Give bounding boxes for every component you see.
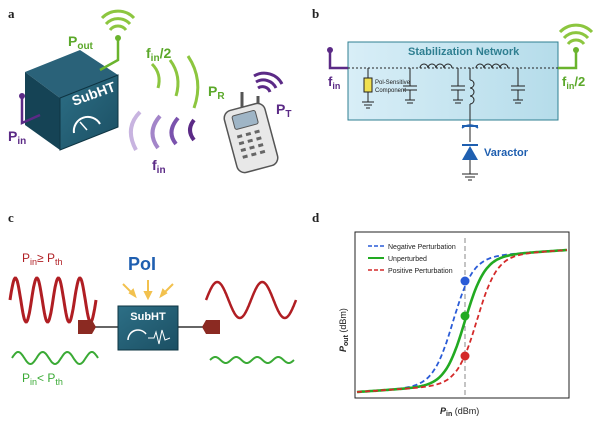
varactor-label: Varactor — [484, 147, 529, 159]
shunt-capacitors — [403, 68, 525, 104]
panel-letter-c: c — [8, 210, 14, 225]
panel-letter-b: b — [312, 6, 319, 21]
antenna-tip-fin-b — [327, 47, 333, 53]
panel-d: d Negative Perturbation Unperturbed Posi… — [312, 210, 570, 418]
marker-negative — [460, 276, 470, 286]
panel-c: c Pin≥ Pth Pin< Pth PoI SubHT — [8, 210, 298, 387]
wave-arcs-fin-half — [150, 55, 200, 109]
poi-label: PoI — [128, 254, 156, 274]
inductor-chain — [419, 63, 509, 69]
antenna-pout-a — [99, 40, 120, 72]
subht-device-a: SubHT — [25, 50, 119, 151]
antenna-tip-fhalf-b — [573, 47, 579, 53]
network-title: Stabilization Network — [408, 46, 520, 58]
label-pr-a: PR — [208, 83, 225, 102]
label-pin-ge-pth: Pin≥ Pth — [22, 251, 62, 267]
poi-arrows — [122, 280, 174, 301]
antenna-tip-pout-a — [115, 35, 121, 41]
legend-label-positive: Positive Perturbation — [388, 268, 453, 275]
stabilization-network-box — [347, 41, 559, 121]
high-power-output-wave — [204, 280, 298, 320]
low-power-input-wave — [11, 350, 99, 366]
wave-arcs-out-b — [558, 23, 594, 46]
label-fin-half-a: fin/2 — [146, 45, 171, 64]
pol-sensitive-component — [362, 68, 374, 109]
marker-unperturbed — [460, 311, 470, 321]
handheld-transmitter-icon — [223, 92, 279, 174]
y-axis-label: Pout (dBm) — [338, 308, 350, 352]
legend-label-negative: Negative Perturbation — [388, 244, 456, 251]
low-power-output-wave — [209, 356, 295, 364]
curve-positive-perturbation — [356, 249, 568, 393]
label-fin-b: fin — [328, 74, 340, 91]
panel-b: b Stabilization Network fin fin/2 — [312, 6, 594, 181]
wave-arcs-pout — [100, 9, 136, 32]
antenna-pin-a — [20, 98, 41, 125]
wave-arcs-fin — [128, 110, 196, 151]
gauge-icon-c — [127, 329, 147, 341]
x-axis-label: Pin (dBm) — [440, 406, 479, 418]
label-pin-a: Pin — [8, 128, 26, 147]
subht-device-c: SubHT — [117, 305, 179, 351]
antenna-fin-b — [328, 52, 348, 70]
varactor-diode-icon — [461, 124, 479, 181]
label-fin-a: fin — [152, 157, 166, 176]
component-label-line2: Component — [375, 88, 406, 94]
antenna-fhalf-b — [558, 52, 578, 70]
antenna-tip-pin-a — [19, 93, 25, 99]
input-connector — [78, 320, 96, 334]
panel-letter-a: a — [8, 6, 15, 21]
label-pin-lt-pth: Pin< Pth — [22, 371, 63, 387]
wave-arcs-pt — [253, 71, 284, 93]
label-fhalf-b: fin/2 — [562, 74, 585, 91]
panel-letter-d: d — [312, 210, 320, 225]
marker-positive — [460, 351, 470, 361]
shunt-inductor — [469, 68, 475, 142]
component-label-line1: Pol-Sensitive — [375, 80, 411, 86]
waveform-icon-c — [148, 329, 171, 345]
high-power-input-wave — [8, 276, 98, 324]
gauge-icon — [72, 115, 101, 134]
label-pt-a: PT — [276, 101, 291, 120]
output-connector — [202, 320, 220, 334]
legend: Negative Perturbation Unperturbed Positi… — [368, 244, 456, 275]
panel-a: a SubHT Pin Pout — [8, 6, 291, 176]
label-pout-a: Pout — [68, 33, 94, 52]
subht-label-c: SubHT — [130, 311, 166, 323]
legend-label-unperturbed: Unperturbed — [388, 256, 427, 263]
